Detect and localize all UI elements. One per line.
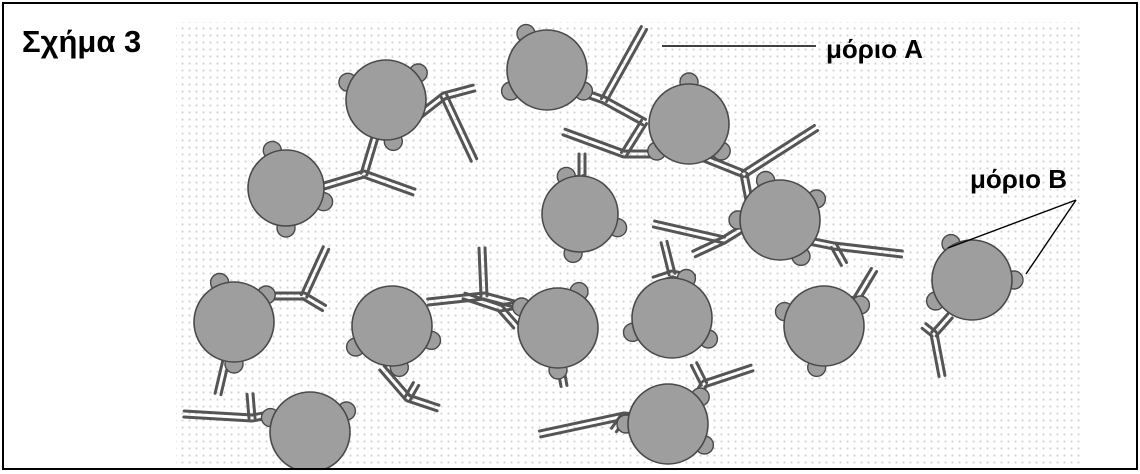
antibody-chain [426, 291, 486, 301]
antibody-chain [740, 123, 816, 173]
antibody-chain [441, 83, 475, 95]
antibody-chain [407, 393, 441, 407]
antibody-chain [659, 241, 671, 277]
antigen-circle [631, 277, 713, 359]
antibody-chain [405, 399, 439, 413]
antibody-chain [463, 291, 503, 307]
antibody-molecule [651, 219, 744, 259]
antibody-chain [651, 269, 673, 279]
antibody-chain [724, 231, 744, 245]
antibody-chain [691, 235, 725, 253]
antigen-circle [269, 391, 351, 468]
antibody-chain [382, 364, 412, 398]
antigen-circle [351, 285, 433, 367]
antibody-chain [496, 308, 516, 330]
antibody-chain [599, 25, 643, 101]
antigen-circle [931, 239, 1013, 321]
antigen-circle [193, 281, 275, 363]
antibody-chain [832, 241, 904, 253]
antibody-chain [182, 415, 254, 423]
antibody-chain [829, 245, 843, 267]
antibody-chain [653, 219, 727, 239]
antibody-chain [251, 392, 257, 420]
antibody-chain [182, 409, 254, 417]
antibody-chain [361, 175, 415, 197]
antibody-chain [539, 417, 627, 439]
antibody-chain [537, 411, 625, 433]
antibody-chain [483, 246, 489, 298]
antibody-chain [443, 89, 477, 101]
antibody-chain [426, 297, 486, 307]
antibody-chain [665, 239, 677, 275]
antibody-chain [689, 363, 703, 387]
leader-line-b-right [1025, 199, 1077, 275]
antibody-molecule [301, 131, 417, 197]
antibody-chain [445, 93, 479, 161]
antigen-circle [517, 287, 599, 369]
antibody-chain [703, 369, 755, 389]
antibody-chain [603, 95, 647, 121]
antibody-chain [461, 297, 501, 313]
antibody-chain [835, 243, 849, 265]
label-molecule-b: μόριο B [970, 164, 1067, 194]
antigen-circle [648, 83, 730, 165]
antigen-circle [627, 383, 709, 465]
antibody-chain [245, 392, 251, 420]
antibody-chain [563, 127, 627, 153]
antigen-circle [345, 59, 427, 141]
antibody-chain [365, 133, 381, 177]
antibody-chain [477, 246, 483, 298]
antigen-circle [783, 285, 865, 367]
antibody-chain [299, 245, 325, 297]
antibody-chain [851, 266, 873, 300]
antibody-chain [300, 297, 324, 313]
figure-title: Σχήμα 3 [22, 24, 142, 59]
antibody-chain [483, 291, 517, 303]
antibody-chain [924, 322, 938, 334]
antibody-chain [701, 363, 753, 383]
antigen-antibody-diagram [176, 22, 1084, 468]
antibody-chain [739, 173, 748, 203]
antigen-circle [541, 175, 619, 253]
antibody-molecule [561, 118, 656, 159]
antibody-chain [304, 291, 328, 307]
antibody-chain [305, 247, 331, 299]
antigen-layer [193, 23, 1024, 468]
antibody-chain [439, 95, 473, 163]
antibody-chain [561, 133, 625, 159]
antigen-circle [247, 149, 325, 227]
antibody-chain [929, 333, 941, 379]
leader-line-b-left [947, 199, 1077, 249]
antigen-circle [506, 29, 588, 111]
antibody-chain [651, 225, 725, 245]
dotted-background [176, 22, 1084, 466]
antibody-chain [693, 241, 727, 259]
antibody-chain [213, 357, 225, 395]
antibody-chain [920, 326, 934, 338]
antibody-chain [935, 331, 947, 377]
antibody-chain [359, 131, 375, 175]
antibody-molecule [378, 364, 441, 413]
antibody-chain [409, 383, 421, 401]
antibody-molecule [920, 312, 954, 379]
antibody-chain [601, 101, 645, 127]
antibody-chain [832, 247, 904, 259]
antibody-chain [744, 129, 820, 179]
antigen-circle [739, 179, 821, 261]
antibody-chain [934, 316, 954, 338]
antibody-chain [619, 118, 643, 154]
antibody-chain [403, 381, 415, 399]
antibody-chain [695, 361, 709, 385]
antibody-chain [363, 169, 417, 191]
label-molecule-a: μόριο A [826, 34, 923, 64]
antibody-chain [378, 368, 408, 402]
antibody-chain [605, 27, 649, 103]
